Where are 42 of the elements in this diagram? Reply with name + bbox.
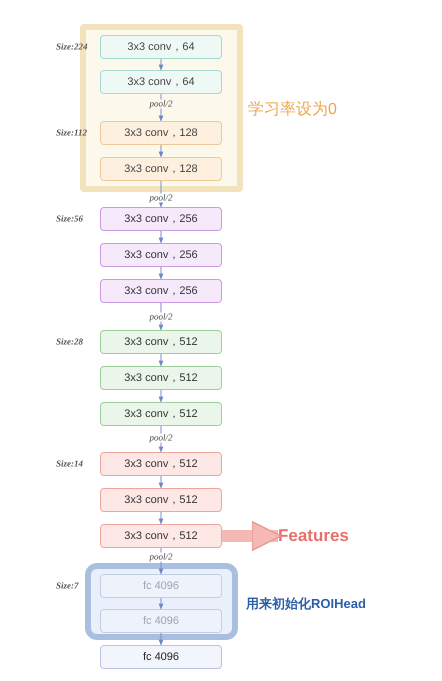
layer-box: 3x3 conv，64 xyxy=(100,35,222,59)
arrow xyxy=(158,390,164,403)
arrow xyxy=(158,512,164,525)
arrow xyxy=(158,144,164,158)
layer-box: 3x3 conv，512 xyxy=(100,452,222,476)
size-label: Size:28 xyxy=(56,335,83,348)
layer-box: fc 4096 xyxy=(100,574,222,598)
arrow xyxy=(158,354,164,367)
layer-box: 3x3 conv，256 xyxy=(100,207,222,231)
size-label: Size:7 xyxy=(56,579,78,592)
group-heading: 用来初始化ROIHead xyxy=(246,595,366,613)
layer-box: 3x3 conv，512 xyxy=(100,366,222,390)
group-heading: 学习率设为0 xyxy=(248,100,337,120)
edge-label: pool/2 xyxy=(148,552,174,562)
layer-box: 3x3 conv，512 xyxy=(100,488,222,512)
size-label: Size:56 xyxy=(56,212,83,226)
edge-label: pool/2 xyxy=(148,194,174,202)
layer-box: 3x3 conv，256 xyxy=(100,279,222,303)
edge-label: pool/2 xyxy=(148,434,174,442)
size-label: Size:14 xyxy=(56,457,83,470)
block-arrow xyxy=(222,521,282,551)
layer-box: fc 4096 xyxy=(100,609,222,633)
layer-box: 3x3 conv，128 xyxy=(100,121,222,145)
edge-label: pool/2 xyxy=(148,312,174,322)
size-label: Size:112 xyxy=(56,126,88,140)
arrow xyxy=(158,632,164,646)
layer-box: 3x3 conv，512 xyxy=(100,330,222,354)
output-label: Features xyxy=(278,522,358,550)
layer-box: 3x3 conv，128 xyxy=(100,157,222,181)
layer-box: fc 4096 xyxy=(100,645,222,669)
layer-box: 3x3 conv，512 xyxy=(100,524,222,548)
highlight-frame xyxy=(85,563,238,640)
layer-box: 3x3 conv，256 xyxy=(100,243,222,267)
arrow xyxy=(158,476,164,489)
arrow xyxy=(158,58,164,71)
edge-label: pool/2 xyxy=(148,100,174,108)
layer-box: 3x3 conv，64 xyxy=(100,70,222,94)
arrow xyxy=(158,266,164,280)
size-label: Size:224 xyxy=(56,40,88,54)
arrow xyxy=(158,598,164,610)
layer-box: 3x3 conv，512 xyxy=(100,402,222,426)
arrow xyxy=(158,230,164,244)
